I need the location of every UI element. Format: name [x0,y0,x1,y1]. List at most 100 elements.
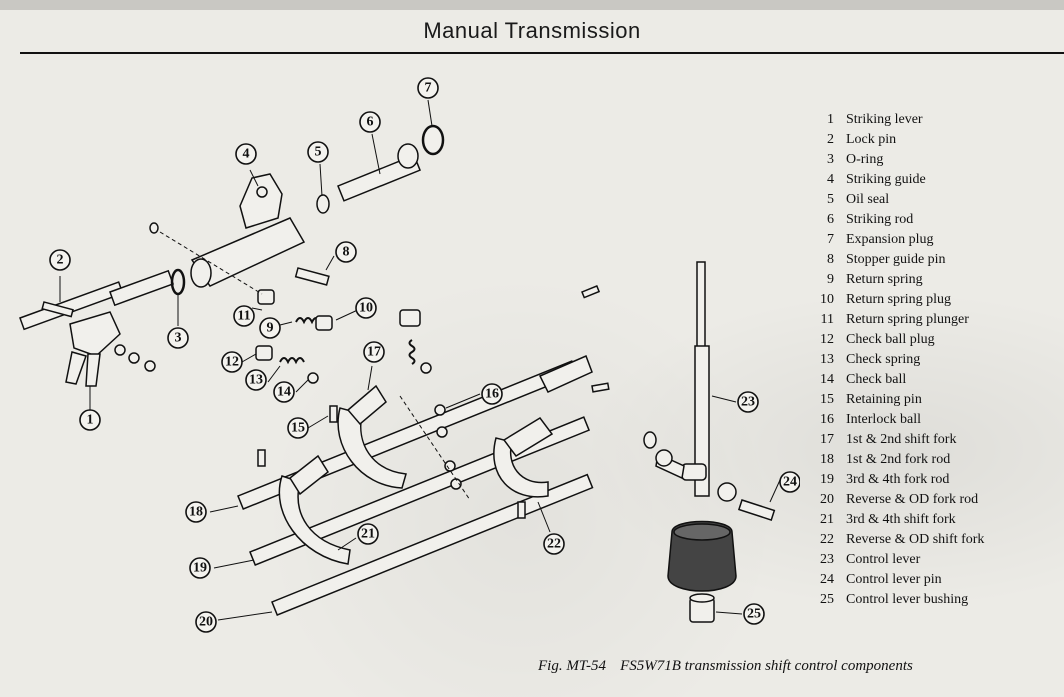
callout-11: 11 [233,305,255,327]
part-lock-pin [41,301,74,318]
legend-label: Return spring [846,272,923,287]
part-striking-lever [19,281,124,387]
legend-number: 10 [820,292,834,307]
callout-15: 15 [287,417,309,439]
callout-16: 16 [481,383,503,405]
part-check-ball-plug [255,345,273,361]
figure-caption: Fig. MT-54 FS5W71B transmission shift con… [538,658,913,675]
callout-23: 23 [737,391,759,413]
figure-number: Fig. MT-54 [538,658,607,674]
callout-24: 24 [779,471,800,493]
legend-number: 23 [820,552,834,567]
legend-number: 25 [820,592,834,607]
svg-text:25: 25 [747,607,761,622]
legend-number: 4 [827,172,834,187]
svg-text:14: 14 [277,385,291,400]
callout-7: 7 [417,77,439,99]
part-boot [667,520,737,592]
callout-1: 1 [79,409,101,431]
legend-item: 21 3rd & 4th shift fork [806,510,984,530]
legend-label: Striking guide [846,172,926,187]
legend-number: 24 [820,572,834,587]
part-striking-rod-shaft [109,269,175,307]
svg-text:17: 17 [367,345,381,360]
part-striking-guide [190,173,306,288]
legend-number: 1 [827,112,834,127]
leader-lines [59,99,781,621]
legend-label: Control lever pin [846,572,942,587]
part-check-plug-top [399,309,421,365]
legend-number: 9 [827,272,834,287]
legend-number: 8 [827,252,834,267]
svg-text:19: 19 [193,561,207,576]
part-fork-rod-reverse-od [271,473,594,616]
legend-label: Striking lever [846,112,923,127]
part-small-washers [114,222,159,372]
page-title: Manual Transmission [423,18,641,43]
legend-item: 4 Striking guide [806,170,984,190]
svg-text:16: 16 [485,387,499,402]
callout-10: 10 [355,297,377,319]
part-striking-rod [337,143,421,202]
title-rule [20,52,1064,54]
legend-number: 6 [827,212,834,227]
part-return-spring-plunger [257,289,275,305]
part-control-lever [643,261,710,497]
callout-2: 2 [49,249,71,271]
svg-text:13: 13 [249,373,263,388]
part-o-ring [170,268,186,296]
callout-3: 3 [167,327,189,349]
legend-number: 13 [820,352,834,367]
legend-label: Control lever bushing [846,592,969,607]
legend-number: 21 [820,512,834,527]
legend-label: Reverse & OD shift fork [846,532,985,547]
legend-number: 20 [820,492,834,507]
svg-text:15: 15 [291,421,305,436]
legend-label: Oil seal [846,192,890,207]
legend-item: 20 Reverse & OD fork rod [806,490,984,510]
legend-label: Reverse & OD fork rod [846,492,979,507]
legend-label: 3rd & 4th fork rod [846,472,950,487]
svg-text:8: 8 [343,245,350,260]
callout-22: 22 [543,533,565,555]
legend-number: 19 [820,472,834,487]
callout-13: 13 [245,369,267,391]
legend-label: 1st & 2nd fork rod [846,452,951,467]
part-control-lever-pin [717,482,776,521]
figure-title: FS5W71B transmission shift control compo… [620,658,913,674]
svg-text:5: 5 [315,145,322,160]
callout-20: 20 [195,611,217,633]
callout-6: 6 [359,111,381,133]
svg-text:9: 9 [267,321,274,336]
svg-text:11: 11 [237,309,250,324]
svg-text:2: 2 [57,253,64,268]
svg-text:21: 21 [361,527,375,542]
legend-label: 3rd & 4th shift fork [846,512,956,527]
legend-label: Lock pin [846,132,897,147]
part-expansion-plug [421,124,445,156]
legend-number: 14 [820,372,834,387]
part-check-ball [307,372,319,384]
legend-number: 5 [827,192,834,207]
part-shift-fork-3rd-4th [278,454,351,565]
legend-number: 7 [827,232,834,247]
callout-18: 18 [185,501,207,523]
legend-label: Return spring plug [846,292,951,307]
part-retaining-pins [257,285,610,519]
part-stopper-guide-pin [294,267,330,286]
legend-number: 12 [820,332,834,347]
legend-item: 10 Return spring plug [806,290,984,310]
legend-label: Retaining pin [846,392,922,407]
